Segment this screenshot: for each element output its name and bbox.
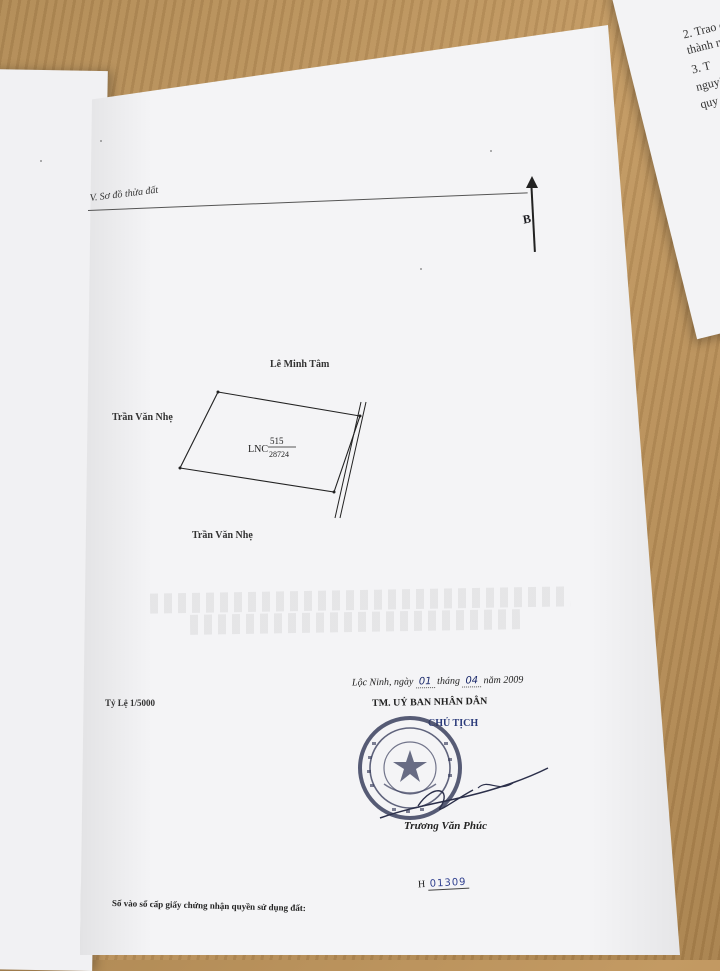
date-year: 2009 bbox=[503, 674, 524, 686]
registry-prefix: H bbox=[417, 878, 426, 891]
boundary-marker bbox=[178, 466, 182, 470]
parcel-diagram: LNC 515 28724 bbox=[178, 390, 367, 519]
map-scale: Tỷ Lệ 1/5000 bbox=[105, 698, 156, 708]
signer-role: CHỦ TỊCH bbox=[428, 718, 479, 729]
neighbor-north: Lê Minh Tâm bbox=[270, 359, 330, 370]
registry-code: H 01309 bbox=[417, 876, 469, 891]
neighbor-west: Trần Văn Nhẹ bbox=[112, 412, 173, 423]
date-year-word: năm bbox=[483, 674, 501, 687]
adjacent-doc-line: quy bbox=[698, 93, 720, 112]
neighbor-south: Trần Văn Nhẹ bbox=[192, 530, 253, 541]
registry-number: 01309 bbox=[427, 876, 469, 891]
road-line bbox=[339, 401, 367, 519]
parcel-number: 515 bbox=[270, 436, 284, 446]
parcel-area: 28724 bbox=[269, 450, 289, 459]
road-line bbox=[334, 401, 362, 519]
boundary-marker bbox=[332, 490, 336, 494]
adjacent-doc-line: 3. T bbox=[689, 58, 712, 77]
date-month: 04 bbox=[462, 675, 482, 688]
date-day: 01 bbox=[415, 676, 435, 689]
parcel-land-type: LNC bbox=[248, 444, 268, 455]
issuing-organization: TM. UỶ BAN NHÂN DÂN bbox=[371, 695, 488, 710]
boundary-marker bbox=[358, 414, 362, 418]
handwritten-signature bbox=[379, 767, 549, 819]
official-seal-icon bbox=[358, 716, 462, 820]
signer-name: Trương Văn Phúc bbox=[404, 820, 487, 832]
date-month-word: tháng bbox=[437, 675, 460, 688]
boundary-marker bbox=[216, 390, 220, 394]
certificate-page bbox=[80, 25, 680, 955]
date-place: Lộc Ninh, ngày bbox=[351, 676, 414, 689]
